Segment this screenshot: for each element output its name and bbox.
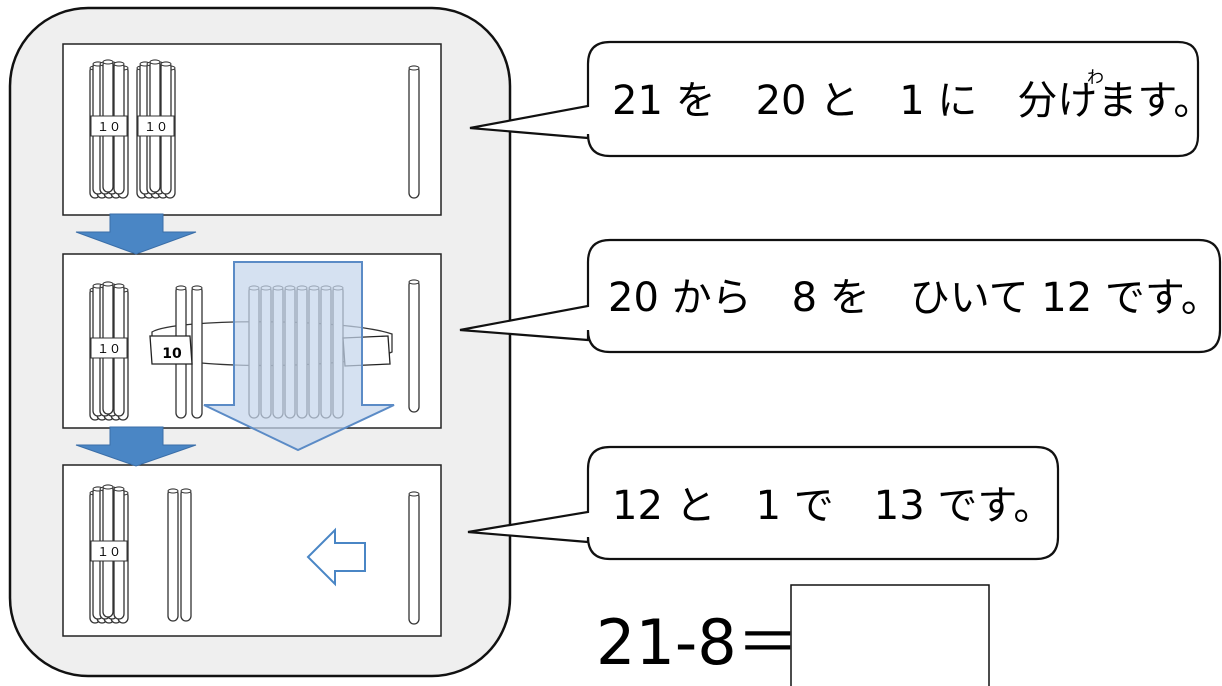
down-arrow-1 <box>75 213 197 255</box>
step-1-single-stick <box>408 65 420 199</box>
band-tag: 10 <box>149 335 193 365</box>
svg-text:１０: １０ <box>97 545 121 559</box>
step-2-single-stick <box>408 279 420 413</box>
bubble-2-shape <box>459 238 1222 354</box>
svg-text:１０: １０ <box>97 120 121 134</box>
step-2-bundle: １０ <box>90 282 128 420</box>
step-3-bundle: １０ <box>90 485 128 623</box>
step-3-single-stick <box>408 491 420 625</box>
bubble-3-text: 12 と 1 で 13 です。 <box>612 483 1054 529</box>
answer-value[interactable] <box>791 585 989 685</box>
bubble-1-text: 21 を 20 と 1 に 分けます。 <box>612 78 1214 124</box>
bubble-1-shape <box>469 40 1200 158</box>
furigana-wa: わ <box>1087 68 1104 88</box>
bubble-3-shape <box>467 445 1060 561</box>
step-1-bundle-a: １０ <box>90 60 128 198</box>
left-arrow-icon <box>306 527 366 587</box>
down-arrow-2 <box>75 426 197 467</box>
svg-text:１０: １０ <box>97 342 121 356</box>
subtract-arrow <box>203 261 395 452</box>
svg-text:10: 10 <box>162 346 182 362</box>
bubble-2-text: 20 から 8 を ひいて 12 です。 <box>608 275 1221 321</box>
equation-text: 21-8＝ <box>596 606 799 679</box>
answer-box[interactable] <box>790 584 990 686</box>
svg-text:１０: １０ <box>144 120 168 134</box>
step-1-bundle-b: １０ <box>137 60 175 198</box>
